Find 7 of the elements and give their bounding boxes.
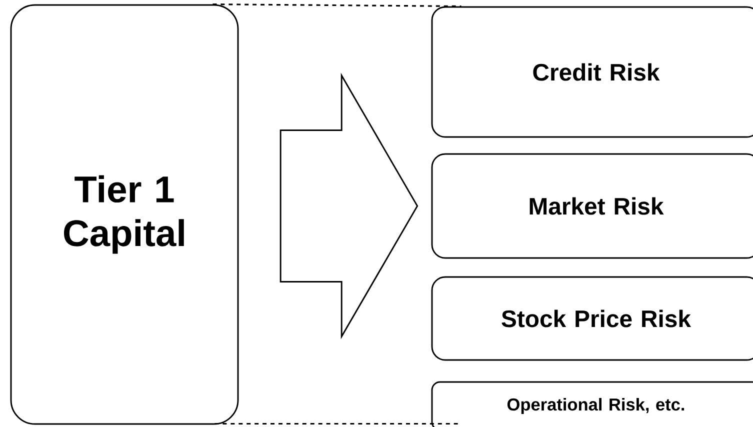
capital-box: Tier 1 Capital <box>10 4 239 425</box>
block-arrow <box>280 72 418 340</box>
connector-line <box>212 3 462 8</box>
risk-box: Credit Risk <box>431 6 753 138</box>
risk-box: Operational Risk, etc. <box>431 381 753 427</box>
risk-box: Market Risk <box>431 153 753 259</box>
risk-box: Stock Price Risk <box>431 276 753 361</box>
